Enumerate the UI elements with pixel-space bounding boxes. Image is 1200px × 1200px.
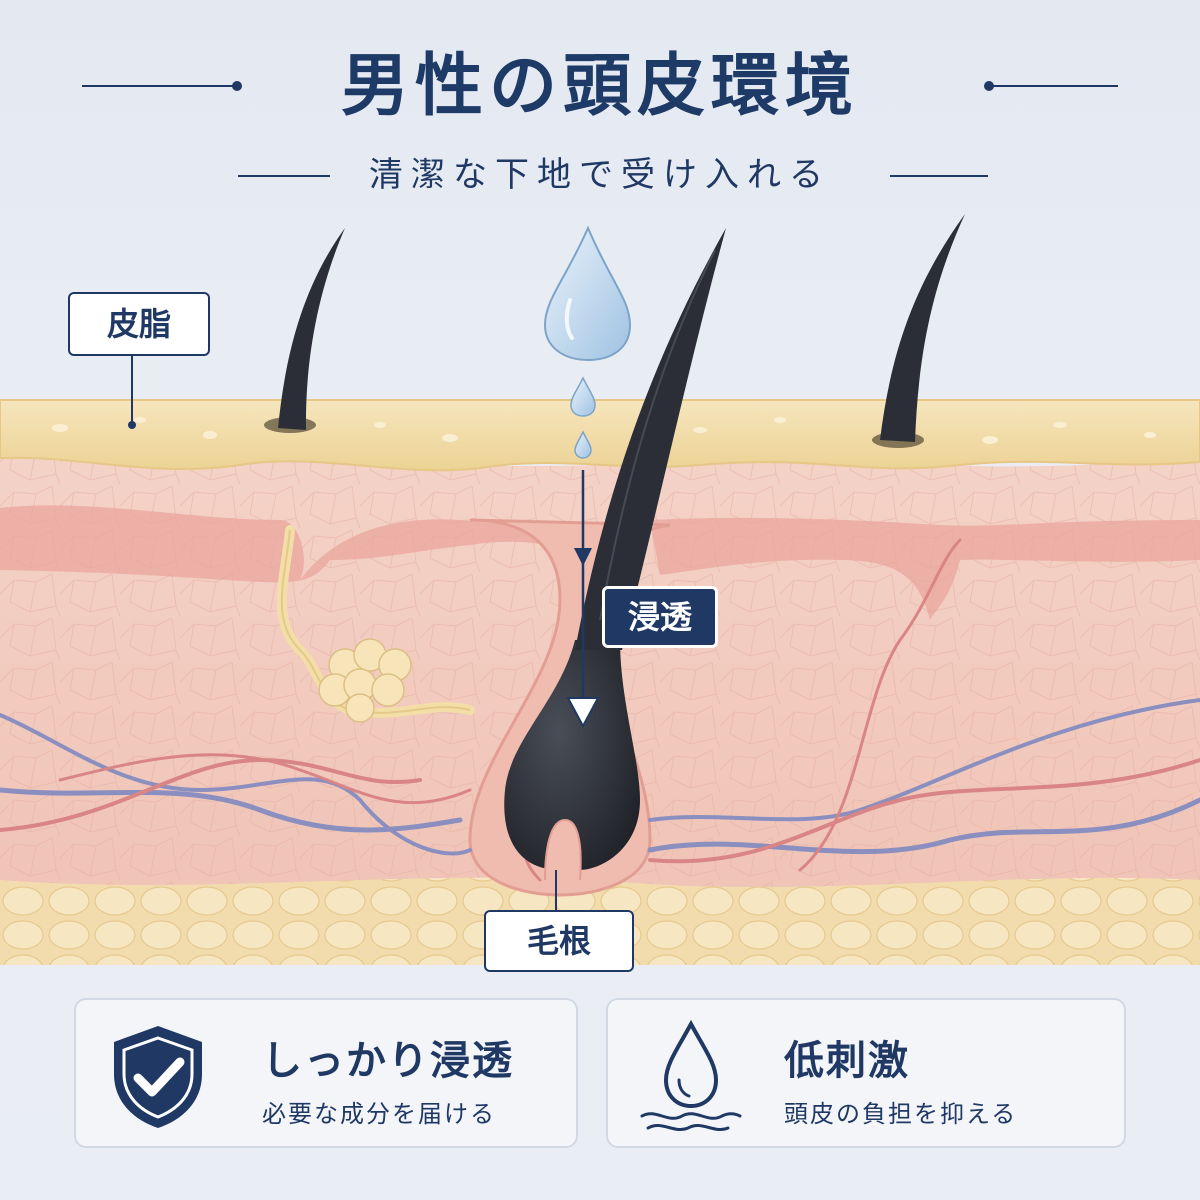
penetration-label: 浸透 [602, 586, 718, 648]
title-area: 男性の頭皮環境 [0, 46, 1200, 126]
title-rule-left [82, 85, 240, 87]
feature-card-desc: 必要な成分を届ける [262, 1100, 496, 1128]
sebum-layer [0, 399, 1200, 472]
penetration-arrow-head [566, 697, 600, 729]
sebaceous-gland [318, 638, 412, 723]
epidermis-band-left [0, 505, 560, 583]
penetration-arrow-mid-head [574, 548, 592, 566]
hair-main-shaft [575, 228, 726, 650]
subtitle-rule-right [890, 175, 988, 177]
sebum-label: 皮脂 [68, 292, 210, 356]
blood-vessels [0, 538, 1200, 882]
title-dot-left [232, 81, 242, 91]
water-drop-small [574, 430, 592, 459]
hair-root-label: 毛根 [484, 910, 634, 972]
water-drop-icon [640, 1019, 742, 1131]
hair-right [880, 214, 965, 442]
water-drop-medium [570, 376, 596, 417]
page-title: 男性の頭皮環境 [340, 46, 859, 126]
feature-card-penetration: しっかり浸透 必要な成分を届ける [74, 998, 578, 1148]
subtitle-rule-left [238, 175, 330, 177]
epidermis-band-right [650, 517, 1200, 620]
feature-card-title: しっかり浸透 [262, 1038, 514, 1084]
hair-left [278, 228, 345, 430]
shield-check-icon [114, 1026, 202, 1128]
title-rule-right [992, 85, 1118, 87]
hair-bulb [504, 640, 640, 870]
feature-card-gentle: 低刺激 頭皮の負担を抑える [606, 998, 1126, 1148]
title-dot-right [984, 81, 994, 91]
page-subtitle: 清潔な下地で受け入れる [369, 155, 831, 195]
water-drop-large [543, 225, 632, 362]
feature-card-desc: 頭皮の負担を抑える [784, 1100, 1018, 1128]
feature-card-title: 低刺激 [784, 1038, 910, 1084]
